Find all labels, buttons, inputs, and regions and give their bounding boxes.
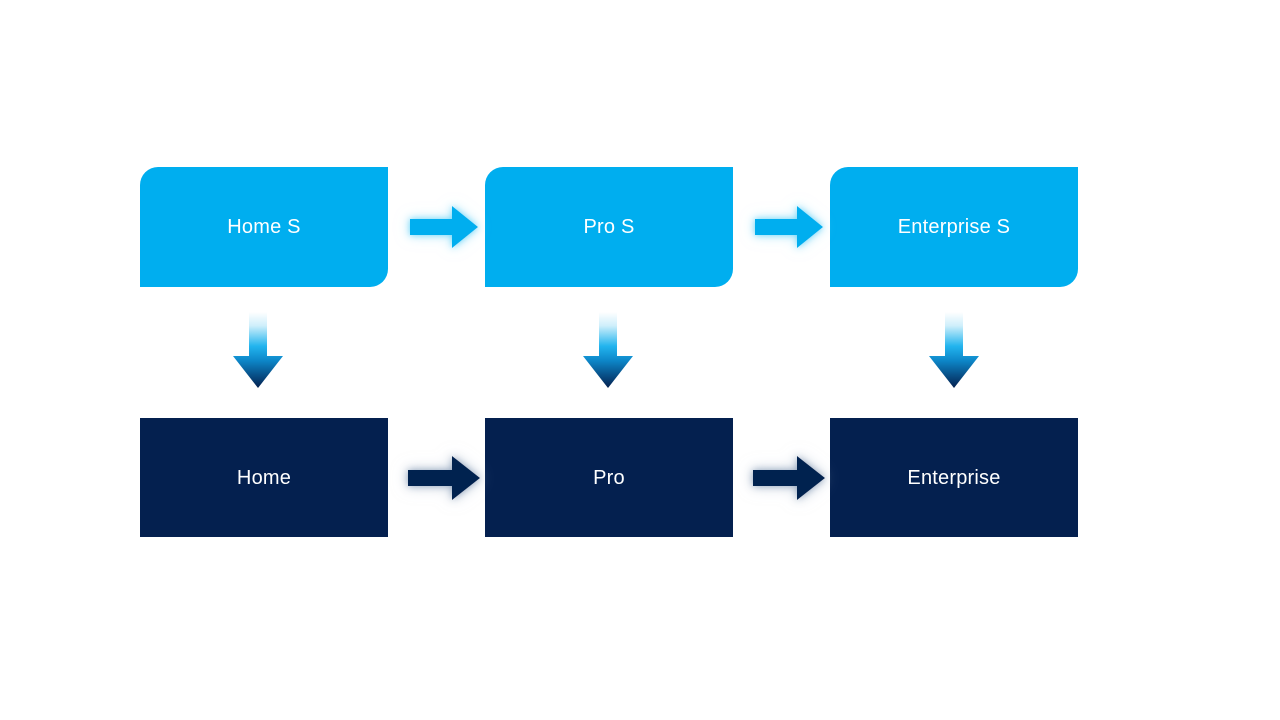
- right-arrow-icon: [753, 456, 825, 500]
- node-pro[interactable]: Pro: [485, 418, 733, 537]
- down-arrow-icon: [233, 312, 283, 388]
- node-enterprise-label: Enterprise: [907, 466, 1001, 489]
- right-arrow-icon: [410, 206, 478, 248]
- node-home-s[interactable]: Home S: [140, 167, 388, 287]
- node-home[interactable]: Home: [140, 418, 388, 537]
- arrow-pro-to-enterprise: [749, 453, 829, 503]
- node-pro-s-label: Pro S: [583, 216, 635, 238]
- right-arrow-icon: [755, 206, 823, 248]
- right-arrow-icon: [408, 456, 480, 500]
- arrow-home-s-to-home: [228, 311, 288, 391]
- down-arrow-icon: [583, 312, 633, 388]
- arrow-pro-s-to-enterprise-s: [753, 203, 825, 251]
- node-home-s-label: Home S: [227, 216, 301, 238]
- node-home-label: Home: [236, 466, 292, 489]
- arrow-enterprise-s-to-enterprise: [924, 311, 984, 391]
- node-pro-s[interactable]: Pro S: [485, 167, 733, 287]
- down-arrow-icon: [929, 312, 979, 388]
- arrow-home-to-pro: [404, 453, 484, 503]
- node-pro-label: Pro: [593, 466, 625, 489]
- node-enterprise-s[interactable]: Enterprise S: [830, 167, 1078, 287]
- node-enterprise[interactable]: Enterprise: [830, 418, 1078, 537]
- arrow-home-s-to-pro-s: [408, 203, 480, 251]
- arrow-pro-s-to-pro: [578, 311, 638, 391]
- node-enterprise-s-label: Enterprise S: [897, 216, 1011, 238]
